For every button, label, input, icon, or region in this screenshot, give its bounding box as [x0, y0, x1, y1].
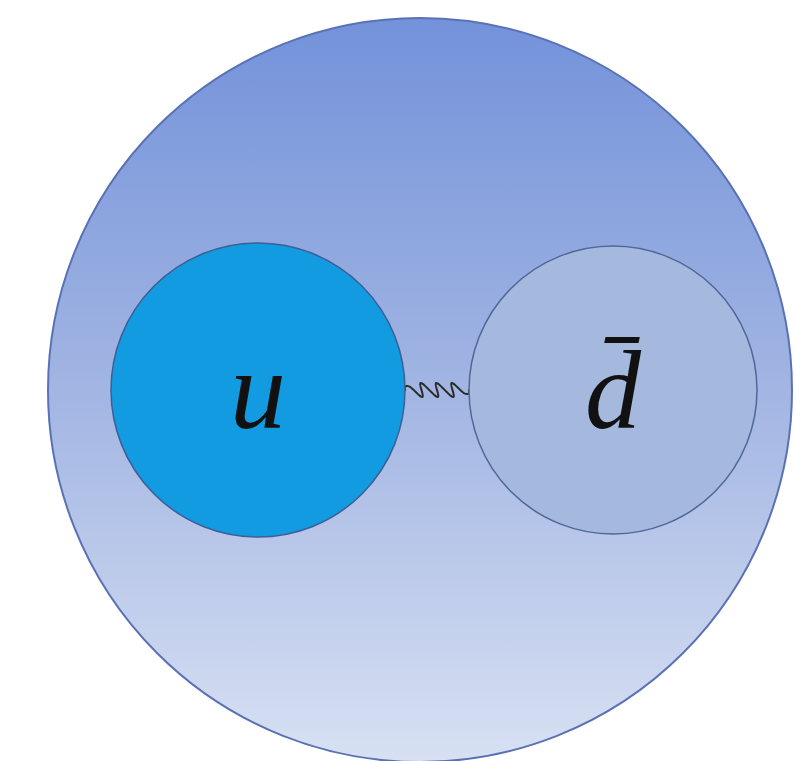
- quark-circle: u: [110, 242, 406, 538]
- hadron-circle: [48, 18, 792, 761]
- circle-fill: [469, 246, 757, 534]
- circle-fill: [111, 243, 405, 537]
- particle-label: u: [230, 334, 286, 446]
- antiquark-circle: d̄: [468, 245, 758, 535]
- particle-label: d̄: [585, 334, 641, 446]
- gluon-spring: [405, 383, 470, 397]
